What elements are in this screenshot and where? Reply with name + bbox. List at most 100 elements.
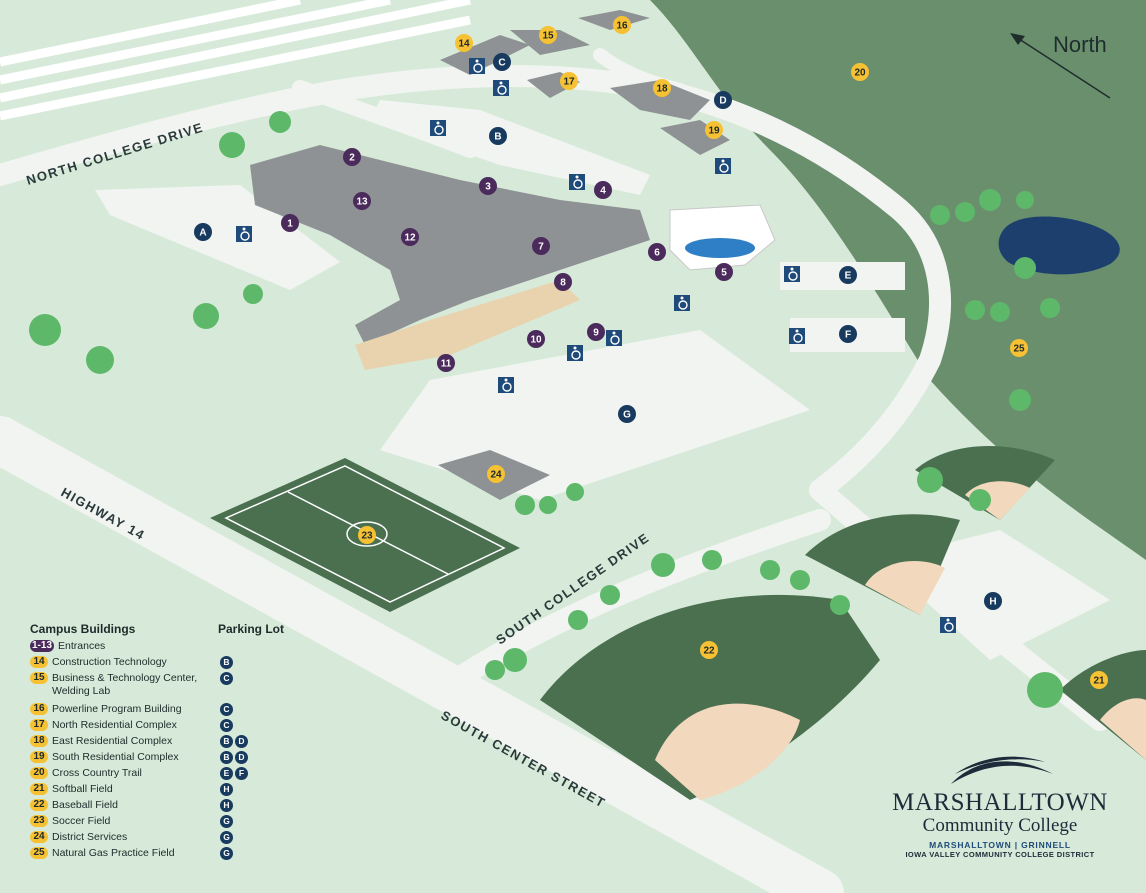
entrance-marker-8[interactable]: 8 (554, 273, 572, 291)
north-arrow: North (1010, 32, 1111, 99)
entrance-marker-9-circle (587, 323, 605, 341)
entrance-marker-1[interactable]: 1 (281, 214, 299, 232)
building-marker-15-circle (539, 26, 557, 44)
accessible-parking-icon (567, 345, 583, 361)
legend-parking-lots: G (220, 815, 233, 828)
building-marker-22[interactable]: 22 (700, 641, 718, 659)
parking-marker-E[interactable]: E (839, 266, 857, 284)
entrance-marker-4[interactable]: 4 (594, 181, 612, 199)
entrance-marker-5[interactable]: 5 (715, 263, 733, 281)
legend-label: East Residential Complex (52, 735, 173, 747)
building-marker-25-circle (1010, 339, 1028, 357)
parking-marker-G-label: G (623, 410, 631, 421)
logo-line-2: Community College (922, 815, 1078, 836)
building-marker-14[interactable]: 14 (455, 34, 473, 52)
legend-parking-lots: G (220, 847, 233, 860)
entrance-marker-10[interactable]: 10 (527, 330, 545, 348)
legend-label: Soccer Field (52, 815, 111, 827)
entrance-marker-1-label: 1 (287, 219, 293, 230)
entrance-marker-11[interactable]: 11 (437, 354, 455, 372)
building-marker-25[interactable]: 25 (1010, 339, 1028, 357)
building-marker-19-label: 19 (708, 126, 720, 137)
building-marker-18-circle (653, 79, 671, 97)
building-marker-20[interactable]: 20 (851, 63, 869, 81)
legend-parking-lots: C (220, 672, 233, 685)
building-marker-21[interactable]: 21 (1090, 671, 1108, 689)
building-marker-15[interactable]: 15 (539, 26, 557, 44)
rail-lines (0, 0, 471, 121)
building-marker-19-circle (705, 121, 723, 139)
entrance-marker-3[interactable]: 3 (479, 177, 497, 195)
legend-row: 16 Powerline Program Building (30, 703, 222, 716)
building-marker-24-circle (487, 465, 505, 483)
entrance-marker-1-circle (281, 214, 299, 232)
logo-line-1: MARSHALLTOWN (892, 789, 1108, 816)
building-marker-23-label: 23 (361, 531, 373, 542)
entrance-marker-7[interactable]: 7 (532, 237, 550, 255)
parking-marker-G[interactable]: G (618, 405, 636, 423)
entrance-marker-2-circle (343, 148, 361, 166)
entrance-marker-7-label: 7 (538, 242, 544, 253)
building-marker-16[interactable]: 16 (613, 16, 631, 34)
legend-number: 16 (30, 703, 48, 715)
entrance-marker-3-circle (479, 177, 497, 195)
building-marker-19[interactable]: 19 (705, 121, 723, 139)
legend-lot-badge: G (220, 815, 233, 828)
entrance-marker-6[interactable]: 6 (648, 243, 666, 261)
legend-lot-badge: H (220, 799, 233, 812)
parking-marker-E-label: E (845, 271, 852, 282)
legend-lot-badge: G (220, 831, 233, 844)
parking-marker-C-label: C (498, 58, 505, 69)
building-marker-15-label: 15 (542, 31, 554, 42)
legend-label: North Residential Complex (52, 719, 177, 731)
legend-label: Softball Field (52, 783, 113, 795)
entrance-marker-2[interactable]: 2 (343, 148, 361, 166)
parking-marker-A[interactable]: A (194, 223, 212, 241)
legend-lot-badge: H (220, 783, 233, 796)
accessible-parking-icon (715, 158, 731, 174)
parking-marker-C[interactable]: C (493, 53, 511, 71)
accessible-parking-icon (430, 120, 446, 136)
legend-label: South Residential Complex (52, 751, 179, 763)
legend-parking-lots: H (220, 799, 233, 812)
building-marker-14-circle (455, 34, 473, 52)
accessible-parking-icon (606, 330, 622, 346)
parking-marker-B[interactable]: B (489, 127, 507, 145)
building-marker-18[interactable]: 18 (653, 79, 671, 97)
legend-label: Construction Technology (52, 656, 167, 668)
parking-marker-E-circle (839, 266, 857, 284)
parking-marker-D[interactable]: D (714, 91, 732, 109)
softball-fields (805, 446, 1146, 760)
entrance-marker-9-label: 9 (593, 328, 599, 339)
legend-parking-lots: C (220, 719, 233, 732)
entrance-marker-9[interactable]: 9 (587, 323, 605, 341)
legend-label: Powerline Program Building (52, 703, 182, 715)
college-logo: MARSHALLTOWN Community College MARSHALLT… (890, 752, 1110, 859)
building-marker-23[interactable]: 23 (358, 526, 376, 544)
building-marker-24[interactable]: 24 (487, 465, 505, 483)
entrance-marker-12[interactable]: 12 (401, 228, 419, 246)
legend-lot-badge: E (220, 767, 233, 780)
entrance-marker-13[interactable]: 13 (353, 192, 371, 210)
parking-marker-B-circle (489, 127, 507, 145)
parking-marker-H[interactable]: H (984, 592, 1002, 610)
parking-marker-D-label: D (719, 96, 726, 107)
parking-marker-F[interactable]: F (839, 325, 857, 343)
logo-line-3: MARSHALLTOWN | GRINNELL (929, 840, 1071, 850)
entrance-marker-10-label: 10 (530, 335, 542, 346)
north-label: North (1053, 32, 1107, 57)
trees (29, 111, 1063, 708)
building-marker-17[interactable]: 17 (560, 72, 578, 90)
